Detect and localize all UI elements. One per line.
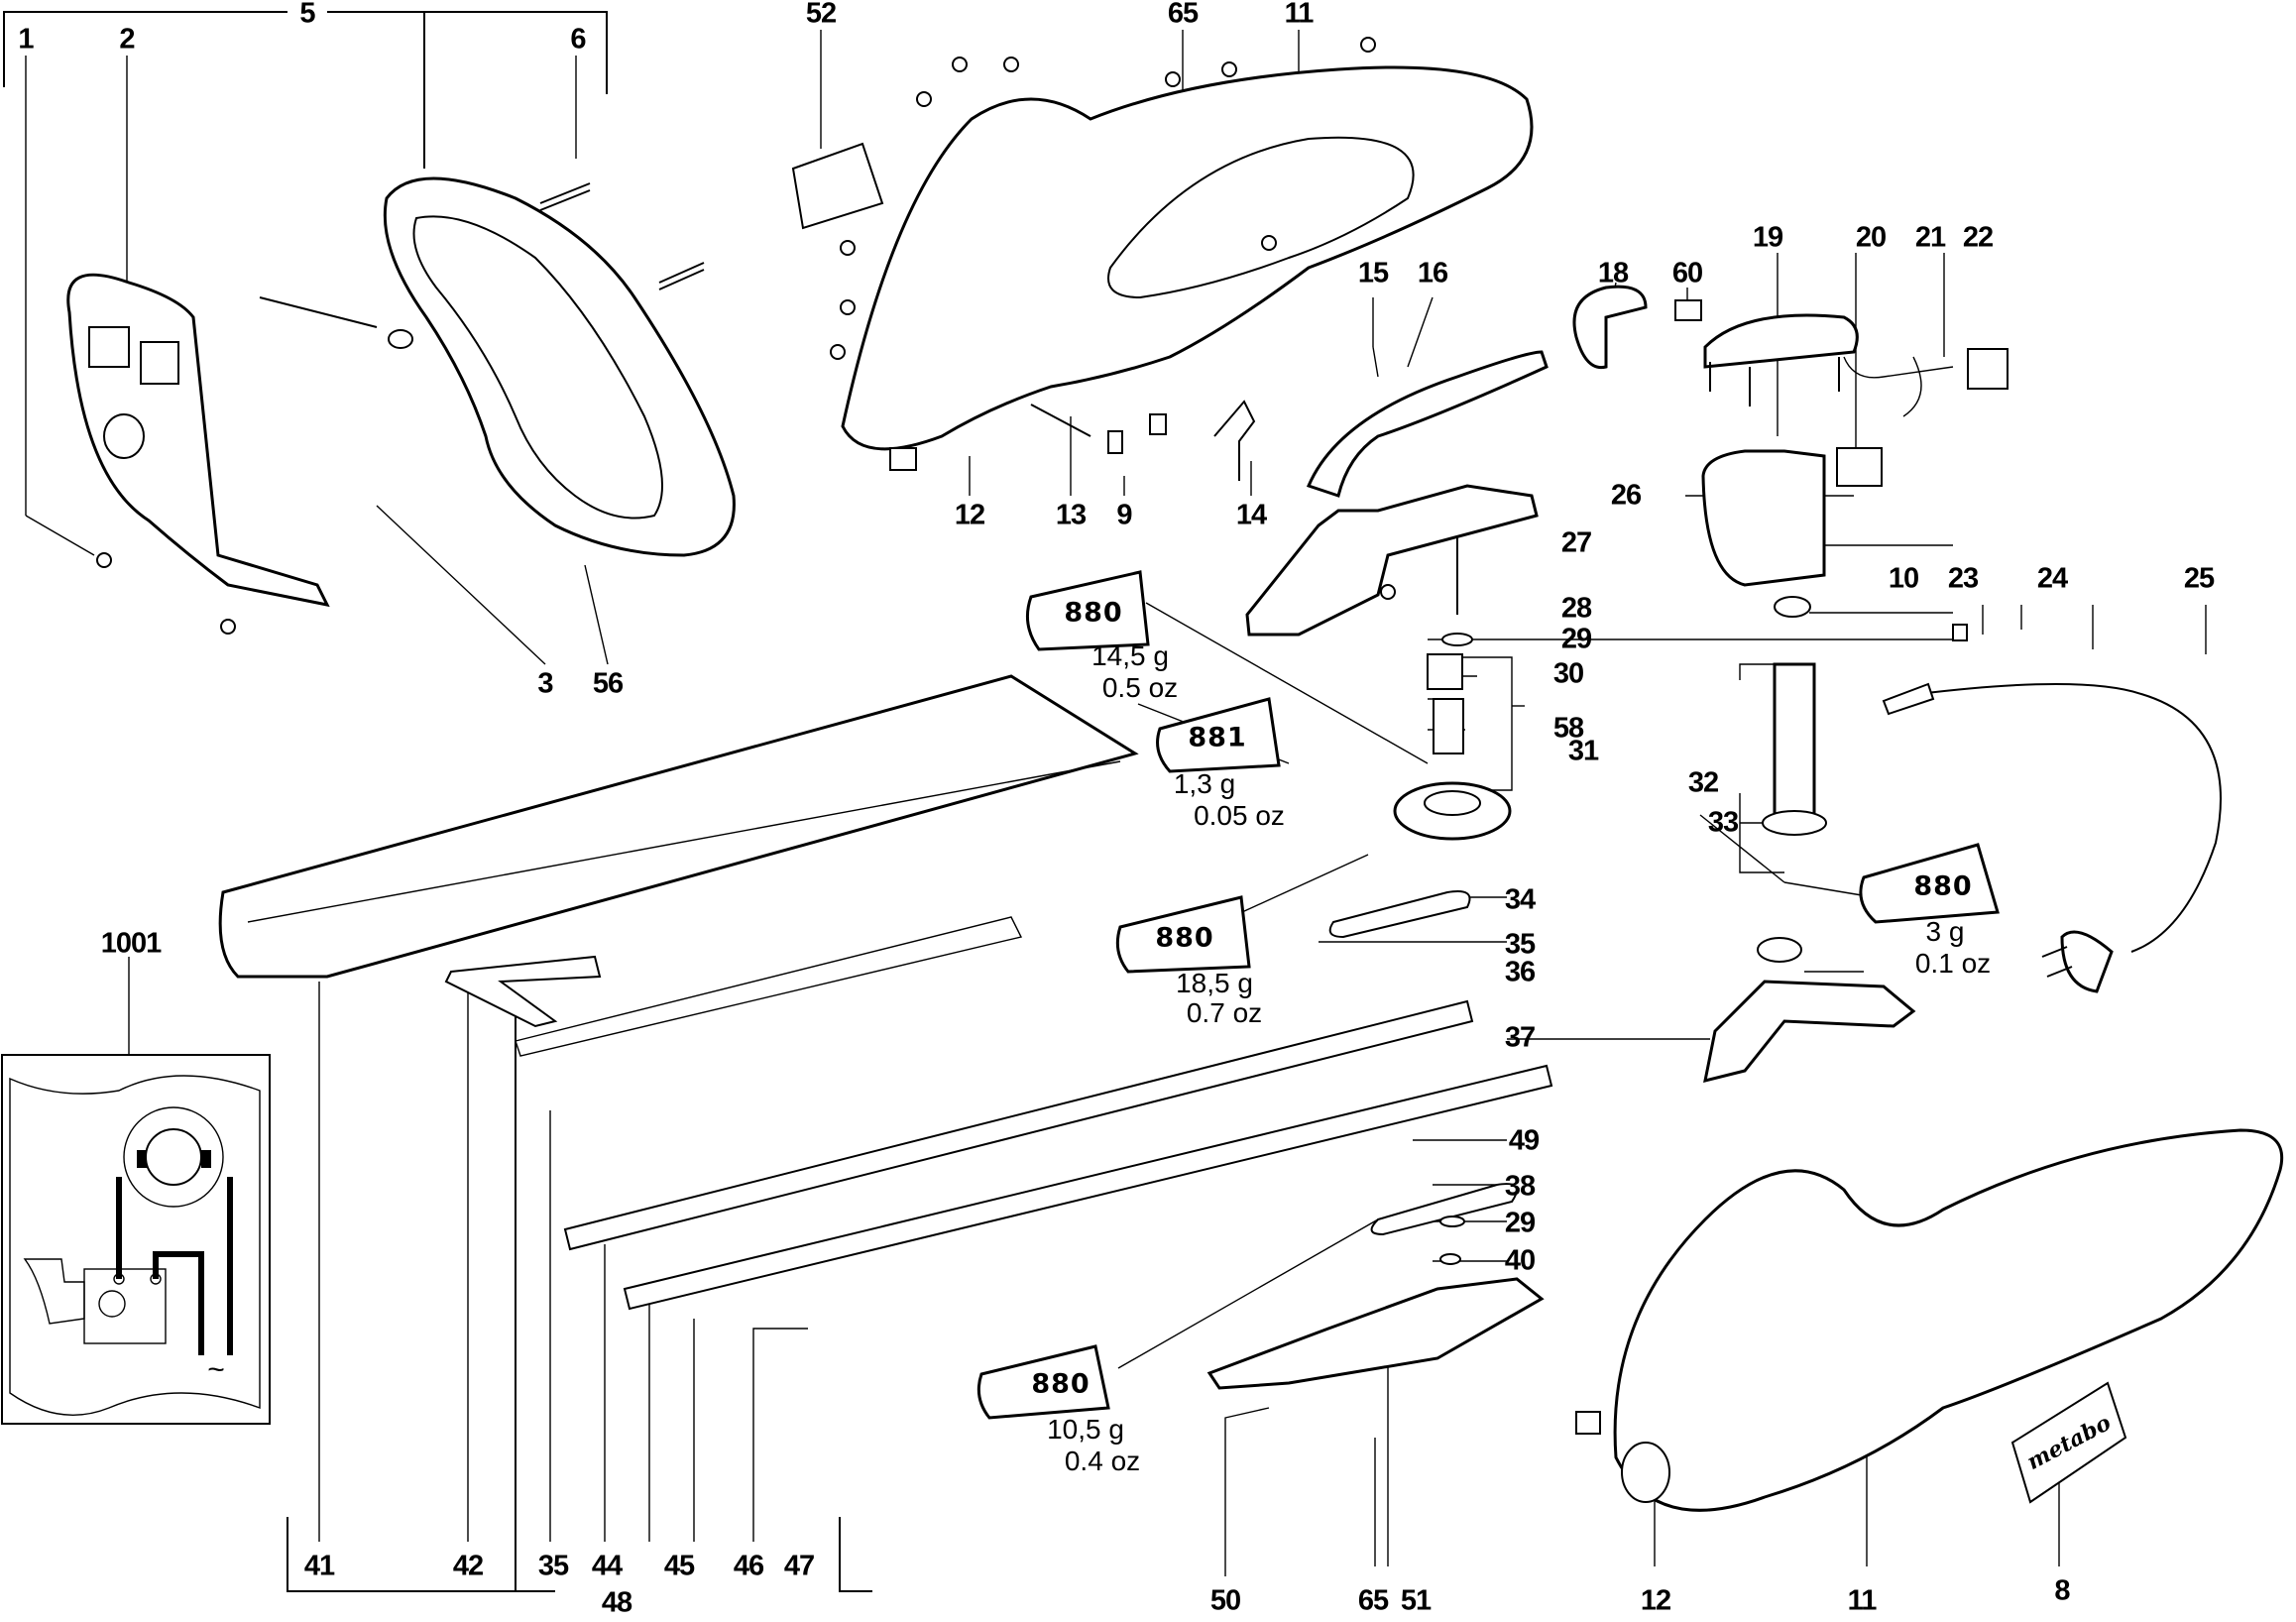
part-label: 35: [537, 1550, 569, 1582]
grease-amount-ounces: 0.05 oz: [1194, 800, 1285, 831]
part-label: 32: [1687, 766, 1719, 799]
part-guard-plate: [66, 273, 330, 608]
part-label: 29: [1560, 623, 1592, 655]
part-label: 37: [1504, 1021, 1536, 1054]
part-label: 14: [1235, 499, 1267, 531]
grease-tube-code: 880: [1155, 922, 1214, 954]
grease-amount-grams: 3 g: [1925, 916, 1965, 947]
grease-tube-code: 880: [1031, 1368, 1091, 1400]
part-label: 24: [2036, 562, 2068, 595]
part-label: 22: [1962, 221, 1994, 254]
part-label: 38: [1504, 1170, 1536, 1203]
part-blade-guard: [218, 674, 1139, 979]
part-label: 23: [1947, 562, 1979, 595]
brand-label-plate: [2010, 1381, 2127, 1504]
part-label: 56: [592, 667, 624, 700]
part-label: 12: [954, 499, 985, 531]
part-label: 46: [733, 1550, 764, 1582]
part-label: 3: [537, 667, 553, 700]
grease-tube-code: 881: [1188, 722, 1247, 753]
group-bracket-5: [3, 11, 608, 169]
part-label: 45: [663, 1550, 695, 1582]
part-label: 8: [2054, 1574, 2070, 1607]
grease-amount-ounces: 0.7 oz: [1186, 997, 1263, 1028]
grease-amount-ounces: 0.5 oz: [1101, 672, 1179, 703]
part-label: 27: [1560, 526, 1592, 559]
part-label: 34: [1504, 883, 1536, 916]
grease-tube-code: 880: [1913, 870, 1973, 902]
grease-amount-ounces: 0.4 oz: [1064, 1446, 1141, 1476]
part-label: 1: [18, 23, 34, 56]
part-label: 58: [1552, 712, 1584, 745]
part-label: 6: [570, 23, 586, 56]
part-label: 18: [1597, 257, 1629, 290]
part-label: 44: [591, 1550, 623, 1582]
part-label: 33: [1707, 806, 1739, 839]
part-label: 5: [299, 0, 315, 30]
part-lower-blade: [623, 1064, 1553, 1311]
part-label: 15: [1357, 257, 1389, 290]
part-label: 48: [601, 1586, 632, 1619]
part-label: 52: [805, 0, 837, 30]
part-label: 19: [1752, 221, 1783, 254]
wiring-inset: [1, 1054, 271, 1425]
part-label: 1001: [100, 927, 163, 960]
part-label: 11: [1847, 1584, 1878, 1617]
grease-amount-grams: 1,3 g: [1173, 768, 1236, 799]
part-label: 47: [783, 1550, 815, 1582]
part-label: 40: [1504, 1244, 1536, 1277]
part-label: 28: [1560, 592, 1592, 625]
part-label: 26: [1610, 479, 1642, 512]
part-housing-bottom: [1613, 1128, 2283, 1512]
part-label: 16: [1417, 257, 1448, 290]
part-label: 36: [1504, 956, 1536, 988]
grease-amount-grams: 14,5 g: [1091, 640, 1169, 671]
part-label: 21: [1914, 221, 1946, 254]
part-label: 50: [1209, 1584, 1241, 1617]
part-label: 31: [1567, 735, 1599, 767]
part-label: 30: [1552, 657, 1584, 690]
part-label: 13: [1055, 499, 1087, 531]
part-label: 42: [452, 1550, 484, 1582]
part-label: 12: [1640, 1584, 1671, 1617]
part-label: 11: [1284, 0, 1315, 30]
grease-amount-grams: 18,5 g: [1176, 968, 1253, 998]
part-label: 65: [1357, 1584, 1389, 1617]
part-label: 10: [1888, 562, 1919, 595]
part-label: 41: [303, 1550, 335, 1582]
part-label: 25: [2183, 562, 2215, 595]
part-upper-blade: [563, 999, 1474, 1251]
grease-tube-shapes: [976, 570, 2000, 1420]
grease-amount-ounces: 0.1 oz: [1914, 948, 1992, 979]
bottom-leaders: [287, 982, 2060, 1592]
part-base-plate: [1206, 1277, 1545, 1390]
part-shapes: [1, 37, 2283, 1512]
leader-lines: [25, 30, 2207, 1408]
part-label: 65: [1167, 0, 1199, 30]
ac-symbol: ~: [207, 1353, 225, 1386]
part-label: 35: [1504, 928, 1536, 961]
part-label: 60: [1671, 257, 1703, 290]
part-label: 51: [1400, 1584, 1432, 1617]
part-label: 9: [1116, 499, 1132, 531]
part-label: 29: [1504, 1207, 1536, 1239]
grease-tube-code: 880: [1064, 597, 1123, 629]
part-label: 49: [1508, 1124, 1540, 1157]
part-label: 20: [1855, 221, 1887, 254]
grease-amount-grams: 10,5 g: [1047, 1414, 1124, 1445]
part-label: 2: [119, 23, 135, 56]
